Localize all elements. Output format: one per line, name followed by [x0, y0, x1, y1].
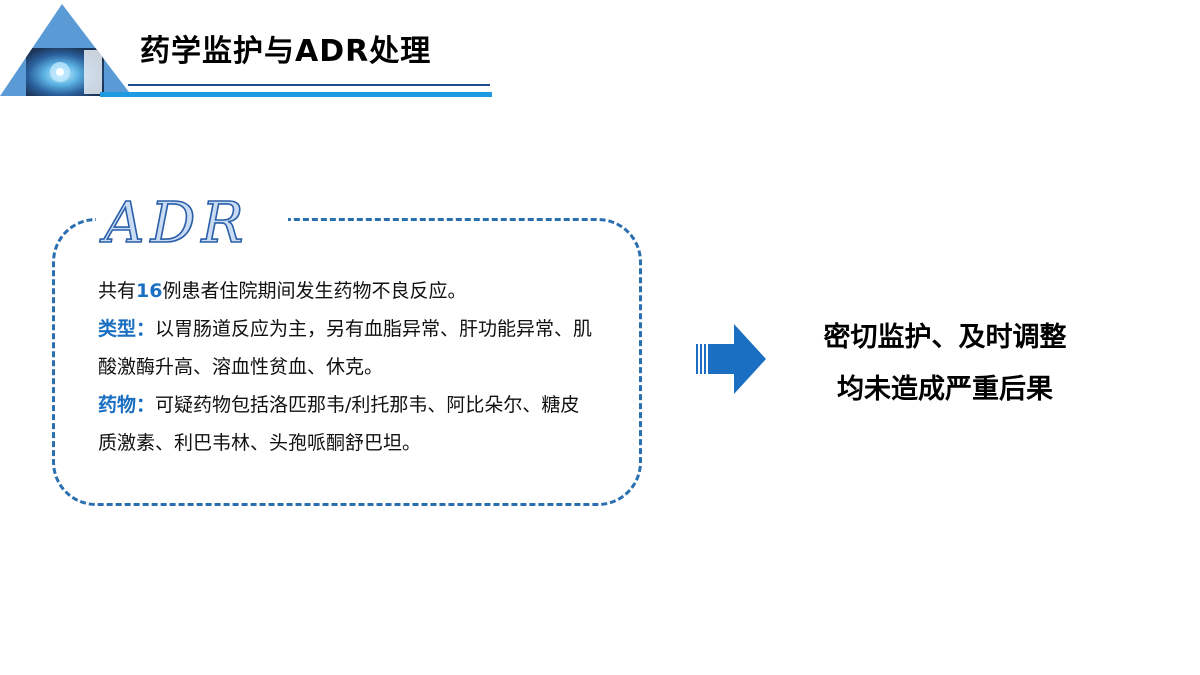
adr-summary-line: 共有16例患者住院期间发生药物不良反应。 [98, 272, 598, 310]
patient-count: 16 [136, 280, 163, 302]
summary-prefix: 共有 [98, 280, 137, 302]
adr-drug-paragraph: 药物：可疑药物包括洛匹那韦/利托那韦、阿比朵尔、糖皮质激素、利巴韦林、头孢哌酮舒… [98, 386, 598, 462]
page-title: 药学监护与ADR处理 [140, 34, 432, 69]
title-underline-light [100, 92, 492, 97]
type-label: 类型： [98, 318, 156, 340]
adr-type-paragraph: 类型：以胃肠道反应为主，另有血脂异常、肝功能异常、肌酸激酶升高、溶血性贫血、休克… [98, 310, 598, 386]
title-underline-dark [128, 84, 490, 86]
svg-text:ADR: ADR [99, 191, 250, 256]
medical-photo [26, 48, 104, 96]
adr-details: 共有16例患者住院期间发生药物不良反应。 类型：以胃肠道反应为主，另有血脂异常、… [98, 272, 598, 462]
header-corner-triangle [0, 4, 132, 96]
drug-label: 药物： [98, 394, 156, 416]
adr-dashed-box [52, 218, 642, 506]
right-arrow-icon [696, 324, 766, 394]
summary-suffix: 例患者住院期间发生药物不良反应。 [162, 280, 467, 302]
conclusion-line-2: 均未造成严重后果 [837, 374, 1053, 405]
conclusion-text: 密切监护、及时调整 均未造成严重后果 [780, 312, 1110, 416]
adr-logo: ADR [96, 190, 288, 257]
drug-text: 可疑药物包括洛匹那韦/利托那韦、阿比朵尔、糖皮质激素、利巴韦林、头孢哌酮舒巴坦。 [98, 394, 580, 454]
type-text: 以胃肠道反应为主，另有血脂异常、肝功能异常、肌酸激酶升高、溶血性贫血、休克。 [98, 318, 593, 378]
conclusion-line-1: 密切监护、及时调整 [823, 322, 1067, 353]
